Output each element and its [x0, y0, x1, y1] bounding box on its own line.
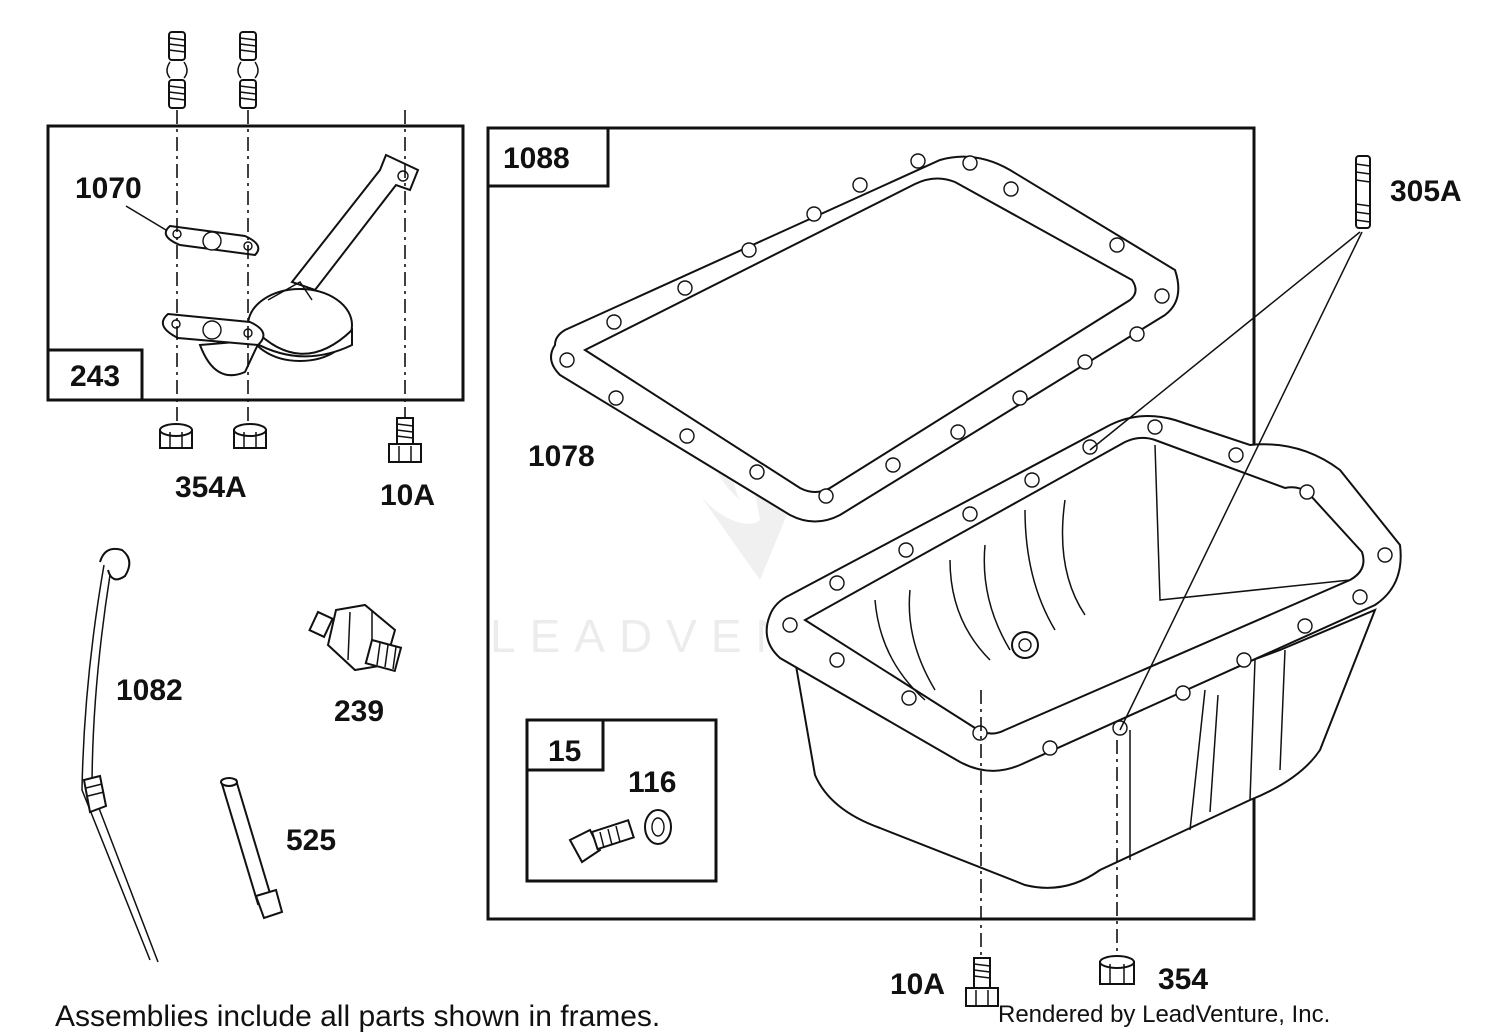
oil-pickup-icon	[198, 153, 420, 377]
oil-pan-gasket-icon	[550, 153, 1180, 523]
bolt-icon	[388, 417, 422, 463]
label-1082: 1082	[116, 674, 183, 707]
stud-icon	[166, 31, 188, 109]
dipstick-icon	[81, 547, 159, 963]
label-1070: 1070	[75, 172, 142, 205]
label-305A: 305A	[1390, 175, 1462, 208]
oil-pressure-switch-icon	[308, 603, 403, 673]
gasket-icon	[164, 224, 260, 257]
frame-243-label: 243	[70, 360, 120, 393]
label-354: 354	[1158, 963, 1208, 996]
label-116: 116	[628, 766, 676, 799]
nut-icon	[159, 423, 193, 449]
frame-15: 15 116	[525, 718, 718, 883]
stud-icon	[237, 31, 259, 109]
frame-1088-label: 1088	[503, 142, 570, 175]
washer-icon	[644, 809, 672, 845]
oil-pan-holes	[782, 419, 1393, 756]
label-10A-bottom: 10A	[890, 968, 945, 1001]
label-354A: 354A	[175, 471, 247, 504]
credit-text: Rendered by LeadVenture, Inc.	[998, 1001, 1330, 1028]
label-525: 525	[286, 824, 336, 857]
tube-icon	[220, 777, 284, 920]
frame-243: 243	[46, 124, 465, 402]
gasket-holes	[559, 153, 1170, 504]
drain-plug-icon	[568, 818, 635, 864]
stud-305A-icon	[1355, 155, 1371, 229]
frame-15-label: 15	[548, 735, 581, 768]
footer-note: Assemblies include all parts shown in fr…	[55, 1000, 660, 1033]
label-239: 239	[334, 695, 384, 728]
label-1078: 1078	[528, 440, 595, 473]
label-10A-top: 10A	[380, 479, 435, 512]
flange-icon	[161, 312, 265, 347]
oil-pan-icon	[765, 415, 1402, 889]
nut-icon	[1099, 955, 1135, 985]
nut-icon	[233, 423, 267, 449]
bolt-icon	[965, 957, 999, 1007]
